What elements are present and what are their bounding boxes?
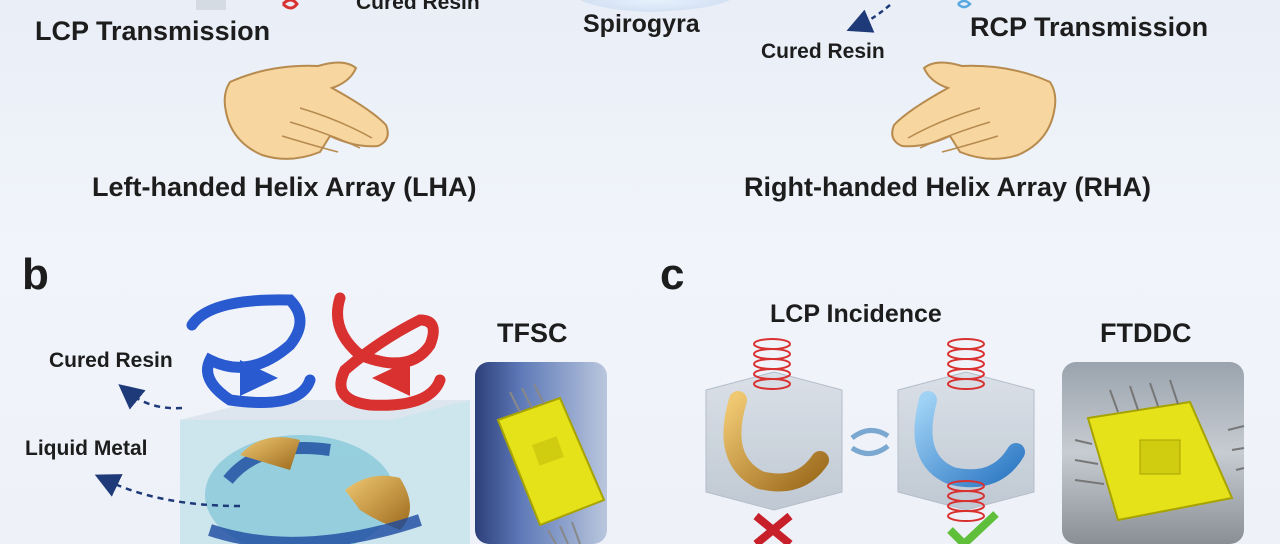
rcp-transmission-label: RCP Transmission bbox=[970, 12, 1209, 42]
ftddc-chip bbox=[1074, 379, 1245, 522]
ftddc-title: FTDDC bbox=[1100, 318, 1192, 348]
rha-label: Right-handed Helix Array (RHA) bbox=[744, 172, 1152, 202]
cured-resin-b-label: Cured Resin bbox=[49, 349, 173, 372]
cured-resin-top-label: Cured Resin bbox=[356, 0, 480, 14]
left-hand-icon bbox=[223, 61, 389, 160]
panel-c-letter: c bbox=[660, 250, 685, 299]
lha-label: Left-handed Helix Array (LHA) bbox=[92, 172, 477, 202]
cured-resin-right-label: Cured Resin bbox=[761, 40, 885, 63]
helix-icon-right-top bbox=[947, 338, 985, 390]
spirogyra-label: Spirogyra bbox=[583, 10, 700, 38]
exchange-arrows-icon bbox=[850, 428, 890, 456]
resin-icon-top bbox=[196, 0, 299, 10]
helix-icon-left bbox=[753, 338, 791, 390]
helix-icon-right-bottom bbox=[947, 480, 985, 522]
lcp-cube-left bbox=[705, 371, 843, 511]
spirogyra-graphic bbox=[580, 0, 730, 12]
red-helix-icon bbox=[332, 292, 446, 411]
liquid-metal-label: Liquid Metal bbox=[25, 437, 148, 460]
cross-icon bbox=[753, 512, 793, 544]
cured-resin-arrow-a bbox=[846, 4, 891, 33]
check-icon bbox=[947, 511, 999, 544]
helix-cube-b bbox=[180, 400, 470, 544]
lcp-cube-right bbox=[897, 371, 1035, 511]
lcp-transmission-label: LCP Transmission bbox=[35, 16, 271, 46]
cured-resin-arrow-b bbox=[118, 384, 183, 410]
tfsc-chip bbox=[496, 383, 606, 544]
tfsc-title: TFSC bbox=[497, 318, 568, 348]
blue-helix-icon bbox=[186, 294, 316, 408]
right-hand-icon bbox=[891, 61, 1057, 160]
panel-b-letter: b bbox=[22, 250, 49, 299]
rcp-icon bbox=[957, 0, 972, 9]
lcp-incidence-title: LCP Incidence bbox=[770, 300, 942, 328]
liquid-metal-arrow bbox=[94, 474, 241, 508]
